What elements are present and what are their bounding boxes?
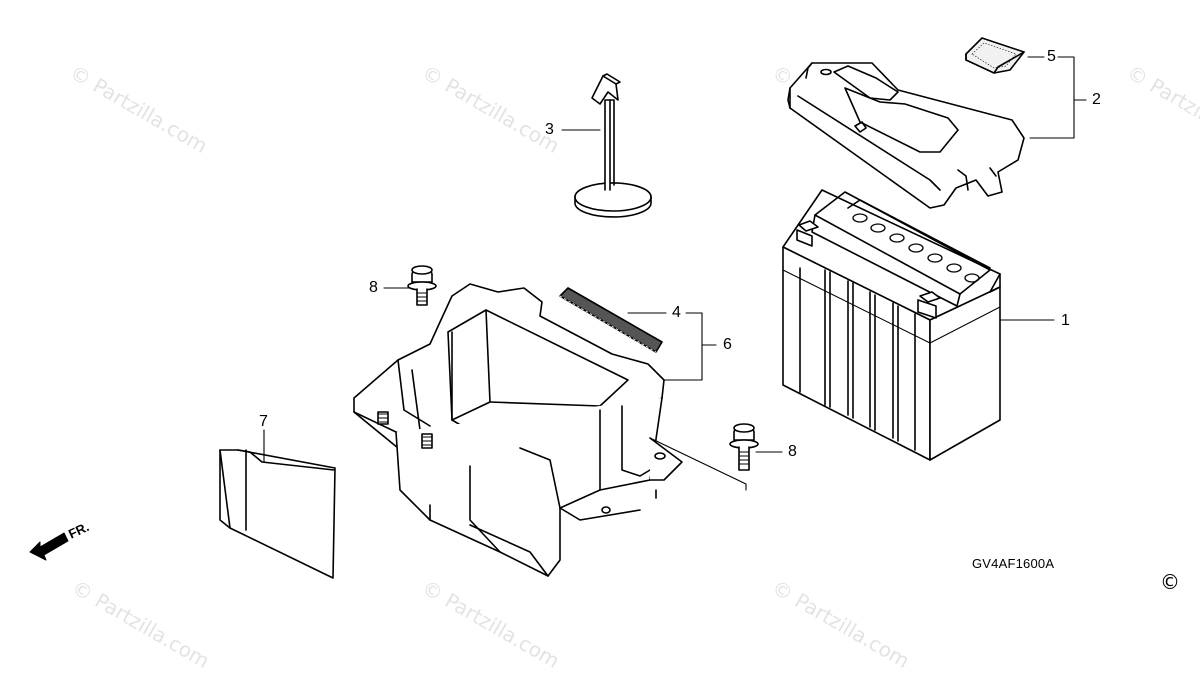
- battery-sheet-part: [219, 449, 336, 579]
- callout-battery-band: 3: [545, 121, 554, 138]
- cushion-strip-part: [559, 287, 663, 353]
- parts-diagram: [29, 37, 1087, 579]
- flange-bolt-left-part: [407, 265, 437, 306]
- diagram-code: GV4AF1600A: [972, 556, 1055, 571]
- callout-flange-bolt-left: 8: [369, 279, 378, 296]
- callout-cushion-strip: 4: [672, 304, 681, 321]
- leader-lines: [263, 56, 1087, 491]
- flange-bolt-right-part: [729, 423, 759, 471]
- battery-box-part: [353, 283, 683, 577]
- front-arrow-icon: [29, 532, 69, 561]
- cover-cushion-part: [965, 37, 1025, 74]
- callout-flange-bolt-right: 8: [788, 443, 797, 460]
- callout-battery-cover-set: 2: [1092, 91, 1101, 108]
- copyright-symbol: ©: [1160, 570, 1180, 594]
- callout-battery-box-set: 6: [723, 336, 732, 353]
- callout-battery-sheet: 7: [259, 413, 268, 430]
- battery-cover-part: [787, 62, 1025, 209]
- callout-battery: 1: [1061, 312, 1070, 329]
- callout-cover-cushion: 5: [1047, 48, 1056, 65]
- battery-band-part: [574, 73, 652, 218]
- battery-part: [782, 189, 1001, 461]
